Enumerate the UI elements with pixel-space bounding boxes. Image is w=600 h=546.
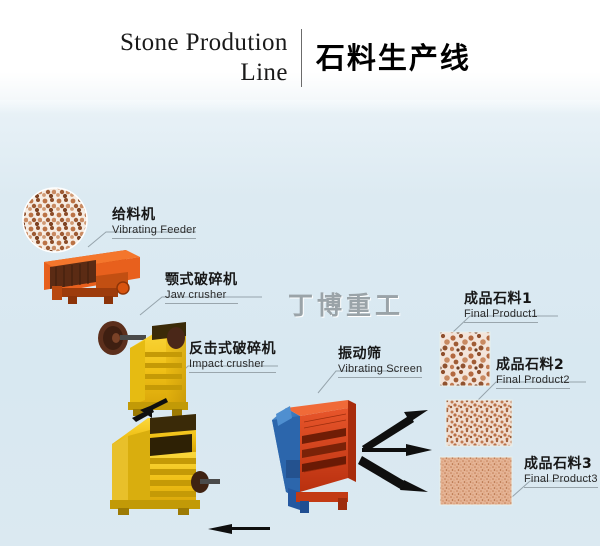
diagram-canvas: 丁博重工: [0, 100, 600, 546]
label-jaw-crusher: 颚式破碎机 Jaw crusher: [165, 272, 238, 304]
arrow-screen-to-product1: [362, 410, 428, 452]
label-underline: [524, 487, 598, 488]
arrow-screen-to-impact: [208, 524, 270, 534]
header-title-group: Stone Prodution Line 石料生产线: [120, 28, 471, 88]
page-title-chinese: 石料生产线: [315, 41, 471, 75]
label-final-product-3: 成品石料3 Final Product3: [524, 456, 598, 488]
impact-crusher-equipment: [110, 414, 220, 515]
company-watermark: 丁博重工: [288, 291, 405, 320]
label-final-product-2: 成品石料2 Final Product2: [496, 357, 570, 389]
header-banner: Stone Prodution Line 石料生产线: [0, 0, 600, 100]
label-final-product-3-en: Final Product3: [524, 473, 598, 485]
label-vibrating-feeder: 给料机 Vibrating Feeder: [112, 207, 197, 239]
label-underline: [112, 238, 197, 239]
label-jaw-crusher-en: Jaw crusher: [165, 289, 227, 301]
product-2-swatch: [445, 399, 513, 447]
label-vibrating-feeder-en: Vibrating Feeder: [112, 224, 197, 236]
label-vibrating-screen-en: Vibrating Screen: [338, 363, 423, 375]
label-vibrating-screen: 振动筛 Vibrating Screen: [338, 346, 423, 378]
label-vibrating-screen-cn: 振动筛: [338, 346, 382, 362]
title-divider: [300, 29, 302, 87]
label-underline: [338, 377, 423, 378]
label-final-product-2-en: Final Product2: [496, 374, 570, 386]
label-jaw-crusher-cn: 颚式破碎机: [165, 272, 238, 288]
product-3-swatch: [439, 456, 513, 506]
arrow-screen-to-product3: [358, 456, 428, 492]
label-underline: [165, 303, 238, 304]
label-final-product-1-cn: 成品石料1: [464, 291, 533, 307]
vibrating-screen-equipment: [272, 400, 356, 513]
label-final-product-3-cn: 成品石料3: [524, 456, 593, 472]
arrow-jaw-to-impact: [132, 398, 168, 422]
page-title-english: Stone Prodution Line: [120, 29, 288, 86]
label-final-product-2-cn: 成品石料2: [496, 357, 565, 373]
product-swatches: [439, 331, 513, 506]
diagram-graphics-layer: [22, 187, 590, 534]
label-underline: [464, 322, 538, 323]
raw-stone-sample: [22, 187, 88, 253]
label-impact-crusher-cn: 反击式破碎机: [189, 341, 276, 357]
label-final-product-1-en: Final Product1: [464, 308, 538, 320]
vibrating-feeder-equipment: [44, 250, 140, 304]
flow-arrows: [132, 398, 432, 534]
label-underline: [496, 388, 570, 389]
label-impact-crusher-en: Impact crusher: [189, 358, 265, 370]
label-impact-crusher: 反击式破碎机 Impact crusher: [189, 341, 276, 373]
arrow-screen-to-product2: [362, 444, 432, 456]
label-underline: [189, 372, 276, 373]
jaw-crusher-equipment: [98, 321, 188, 416]
product-1-swatch: [439, 331, 491, 387]
label-final-product-1: 成品石料1 Final Product1: [464, 291, 538, 323]
label-vibrating-feeder-cn: 给料机: [112, 207, 156, 223]
